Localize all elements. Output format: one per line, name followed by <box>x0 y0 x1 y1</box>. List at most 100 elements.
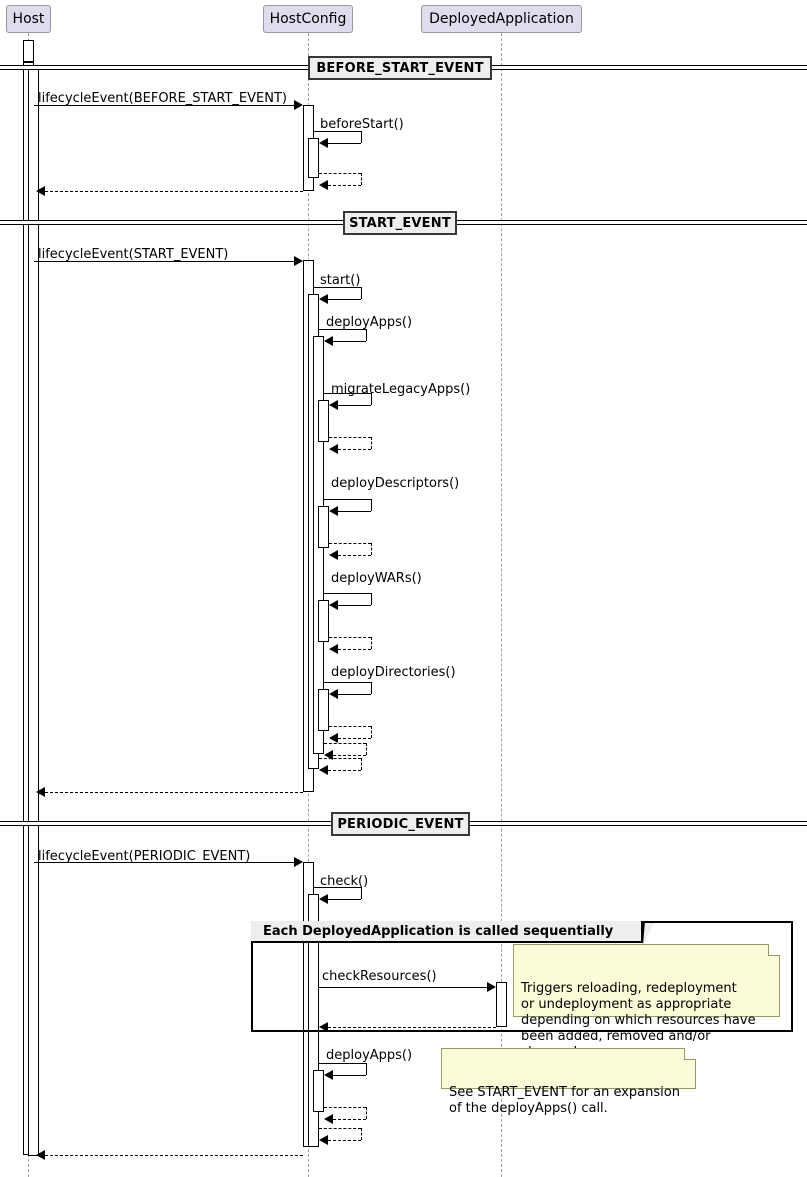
self-call-bottom-deploy-apps <box>333 341 366 342</box>
activation-hostconfig-deployapps-periodic <box>313 1070 324 1112</box>
self-call-right-start <box>361 287 362 299</box>
self-return-bottom-deploy-wars <box>338 649 371 650</box>
self-return-arrow-start <box>319 765 328 775</box>
self-return-top-deploy-directories <box>329 726 371 727</box>
note-dogear-icon-2 <box>684 1048 696 1060</box>
divider-start-event: START_EVENT <box>343 211 457 235</box>
self-call-top-deploy-directories <box>324 682 371 683</box>
self-return-right-deploy-wars <box>371 637 372 649</box>
self-call-arrow-check <box>319 894 328 904</box>
message-line-return-start <box>45 792 303 793</box>
activation-hostconfig-beforestart-self <box>308 138 319 178</box>
message-label-deploy-wars: deployWARs() <box>331 571 422 586</box>
message-line-check-resources <box>319 987 487 988</box>
self-return-top-start <box>319 758 361 759</box>
note-dogear-icon <box>768 944 780 956</box>
self-return-bottom-deploy-apps <box>333 755 366 756</box>
fragment-sequential-group-label: Each DeployedApplication is called seque… <box>263 923 614 939</box>
self-call-right-deploy-apps-periodic <box>366 1063 367 1075</box>
message-arrow-lifecycle-start <box>294 256 303 266</box>
self-return-right-before-start <box>361 173 362 185</box>
activation-hostconfig-deploydirectories <box>318 689 329 731</box>
message-label-before-start: beforeStart() <box>320 117 404 132</box>
self-call-bottom-deploy-apps-periodic <box>333 1075 366 1076</box>
self-call-arrow-start <box>319 294 328 304</box>
lifeline-deployedapplication <box>501 33 502 1177</box>
message-line-lifecycle-periodic <box>34 862 294 863</box>
activation-hostconfig-check-self <box>308 894 319 1147</box>
self-call-top-deploy-apps <box>319 329 366 330</box>
message-arrow-return-periodic <box>36 1150 45 1160</box>
self-return-top-check <box>319 1128 361 1129</box>
self-call-arrow-before-start <box>319 138 328 148</box>
self-return-arrow-deploy-directories <box>329 733 338 743</box>
self-return-arrow-deploy-apps-periodic <box>324 1114 333 1124</box>
fragment-sequential-group-header: Each DeployedApplication is called seque… <box>251 921 643 943</box>
self-call-right-deploy-wars <box>371 593 372 605</box>
divider-periodic-event-label: PERIODIC_EVENT <box>337 816 464 832</box>
message-label-lifecycle-start: lifecycleEvent(START_EVENT) <box>38 247 229 262</box>
message-label-migrate-legacy-apps: migrateLegacyApps() <box>331 382 471 397</box>
self-call-arrow-deploy-apps-periodic <box>324 1070 333 1080</box>
self-return-right-start <box>361 758 362 770</box>
self-call-top-migrate-legacy-apps <box>324 393 371 394</box>
self-call-right-before-start <box>361 131 362 143</box>
self-return-right-migrate-legacy-apps <box>371 437 372 449</box>
participant-deployedapplication[interactable]: DeployedApplication <box>421 5 582 33</box>
self-call-right-deploy-apps <box>366 329 367 341</box>
message-line-lifecycle-before-start <box>34 105 294 106</box>
note-check-resources: Triggers reloading, redeployment or unde… <box>513 944 780 1060</box>
self-call-right-migrate-legacy-apps <box>371 393 372 405</box>
self-call-top-deploy-descriptors <box>324 499 371 500</box>
self-call-bottom-check <box>328 899 361 900</box>
self-return-bottom-deploy-directories <box>338 738 371 739</box>
message-label-deploy-descriptors: deployDescriptors() <box>331 476 460 491</box>
divider-start-event-label: START_EVENT <box>349 215 451 231</box>
self-call-arrow-deploy-wars <box>329 600 338 610</box>
self-return-top-deploy-descriptors <box>329 543 371 544</box>
self-return-top-deploy-apps-periodic <box>324 1107 366 1108</box>
self-call-bottom-deploy-wars <box>338 605 371 606</box>
self-return-bottom-migrate-legacy-apps <box>338 449 371 450</box>
divider-periodic-event: PERIODIC_EVENT <box>331 812 470 836</box>
participant-hostconfig-label: HostConfig <box>269 11 347 27</box>
message-line-return-periodic <box>45 1155 303 1156</box>
message-arrow-return-before-start <box>36 186 45 196</box>
self-return-right-deploy-directories <box>371 726 372 738</box>
self-return-arrow-check <box>319 1135 328 1145</box>
message-label-deploy-apps-periodic: deployApps() <box>326 1048 413 1063</box>
message-arrow-lifecycle-before-start <box>294 100 303 110</box>
activation-host-inner <box>28 68 39 1156</box>
activation-hostconfig-deploydescriptors <box>318 506 329 548</box>
participant-host-label: Host <box>12 11 45 27</box>
self-call-top-deploy-wars <box>324 593 371 594</box>
fragment-header-clip-line <box>643 921 645 945</box>
message-line-lifecycle-start <box>34 261 294 262</box>
self-return-right-deploy-apps <box>366 743 367 755</box>
self-return-bottom-before-start <box>328 185 361 186</box>
participant-host[interactable]: Host <box>6 5 51 33</box>
participant-hostconfig[interactable]: HostConfig <box>263 5 353 33</box>
self-call-arrow-deploy-descriptors <box>329 506 338 516</box>
self-call-top-check <box>314 887 361 888</box>
message-arrow-return-start <box>36 787 45 797</box>
self-return-bottom-check <box>328 1140 361 1141</box>
message-arrow-lifecycle-periodic <box>294 857 303 867</box>
divider-before-start-event-label: BEFORE_START_EVENT <box>316 60 484 76</box>
activation-hostconfig-migratelegacyapps <box>318 400 329 442</box>
divider-before-start-event: BEFORE_START_EVENT <box>308 56 492 80</box>
self-call-arrow-deploy-apps <box>324 336 333 346</box>
message-line-return-check-resources <box>328 1027 496 1028</box>
self-call-right-check <box>361 887 362 899</box>
self-return-top-migrate-legacy-apps <box>329 437 371 438</box>
self-return-arrow-deploy-descriptors <box>329 550 338 560</box>
note-deploy-apps-text: See START_EVENT for an expansion of the … <box>449 1085 680 1116</box>
message-label-check-resources: checkResources() <box>322 969 437 984</box>
self-call-bottom-migrate-legacy-apps <box>338 405 371 406</box>
self-call-bottom-deploy-directories <box>338 694 371 695</box>
message-label-deploy-directories: deployDirectories() <box>331 665 456 680</box>
self-return-bottom-deploy-descriptors <box>338 555 371 556</box>
message-arrow-return-check-resources <box>319 1022 328 1032</box>
message-arrow-check-resources <box>487 982 496 992</box>
